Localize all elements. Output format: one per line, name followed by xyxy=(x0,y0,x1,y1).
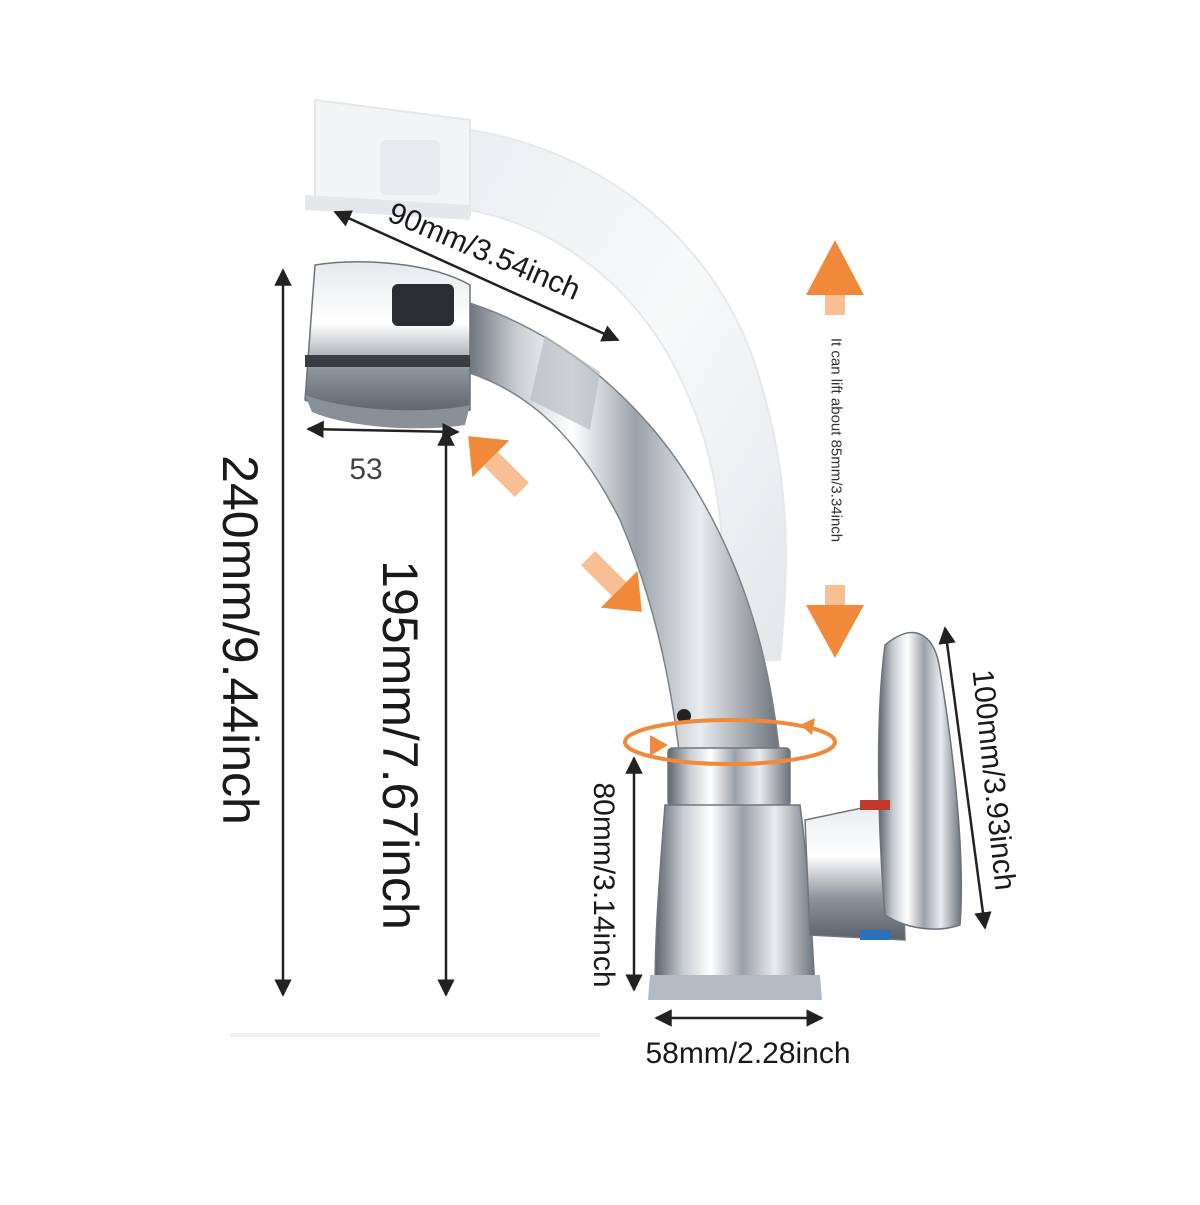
ghost-faucet xyxy=(305,98,787,661)
base-height-label: 80mm/3.14inch xyxy=(587,782,620,988)
spout-height-label: 195mm/7.67inch xyxy=(372,560,428,930)
pull-direction-arrows xyxy=(468,436,642,612)
lift-down-arrow-icon xyxy=(806,585,864,658)
push-in-arrow-icon xyxy=(581,551,642,612)
handle-height-line xyxy=(938,626,992,930)
lift-note-label: It can lift about 85mm/3.34inch xyxy=(827,337,845,543)
spout-length-line xyxy=(333,210,620,342)
overall-height-label: 240mm/9.44inch xyxy=(212,455,268,825)
rotation-arrow-icon xyxy=(623,718,837,766)
aerator-width-label: 53 xyxy=(349,453,383,486)
base-width-label: 58mm/2.28inch xyxy=(645,1037,851,1070)
aerator-width-line xyxy=(306,420,460,441)
pull-out-arrow-icon xyxy=(468,436,529,497)
lift-arrows xyxy=(806,240,864,658)
dimension-lines xyxy=(274,210,992,1027)
lift-up-arrow-icon xyxy=(806,240,864,315)
